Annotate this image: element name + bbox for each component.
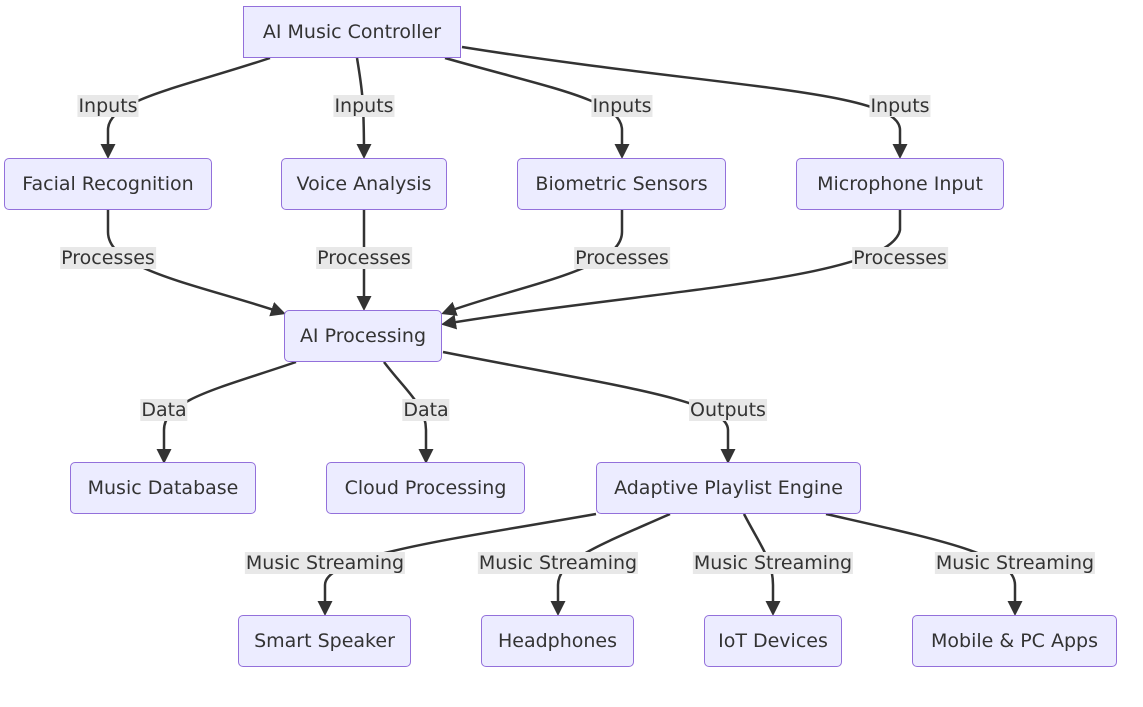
edge-microphone-processing [441,210,902,330]
edge-label-processes-microphone: Processes [852,247,948,269]
edge-controller-microphone [461,45,908,159]
edge-controller-biometric [444,56,630,159]
node-cloud-processing: Cloud Processing [326,462,525,514]
edge-label-processes-biometric: Processes [574,247,670,269]
edge-label-inputs-facial: Inputs [77,95,139,117]
edge-label-inputs-microphone: Inputs [869,95,931,117]
node-adaptive-playlist-engine: Adaptive Playlist Engine [596,462,861,514]
edge-label-data-cloud: Data [402,399,450,421]
node-iot-devices: IoT Devices [704,615,842,667]
edge-label-stream-speaker: Music Streaming [244,552,406,574]
node-ai-music-controller: AI Music Controller [243,6,461,58]
node-music-database: Music Database [70,462,256,514]
node-facial-recognition: Facial Recognition [4,158,212,210]
edge-processing-database [156,360,297,464]
edge-biometric-processing [441,210,624,316]
edge-label-inputs-voice: Inputs [333,95,395,117]
edge-label-inputs-biometric: Inputs [591,95,653,117]
edge-label-processes-facial: Processes [60,247,156,269]
edge-label-outputs-playlist: Outputs [689,399,767,421]
node-headphones: Headphones [481,615,634,667]
edge-processing-playlist [442,350,736,464]
edge-playlist-apps [825,512,1023,616]
edge-label-stream-headphones: Music Streaming [477,552,639,574]
edge-label-processes-voice: Processes [316,247,412,269]
node-microphone-input: Microphone Input [796,158,1004,210]
node-mobile-pc-apps: Mobile & PC Apps [912,615,1117,667]
edge-label-stream-iot: Music Streaming [692,552,854,574]
edge-label-data-database: Data [140,399,188,421]
edge-facial-processing [106,210,286,317]
node-ai-processing: AI Processing [284,310,442,362]
node-biometric-sensors: Biometric Sensors [517,158,726,210]
edge-controller-facial [100,56,271,159]
node-smart-speaker: Smart Speaker [238,615,411,667]
edge-playlist-speaker [317,512,597,616]
edge-label-stream-apps: Music Streaming [934,552,1096,574]
node-voice-analysis: Voice Analysis [281,158,447,210]
